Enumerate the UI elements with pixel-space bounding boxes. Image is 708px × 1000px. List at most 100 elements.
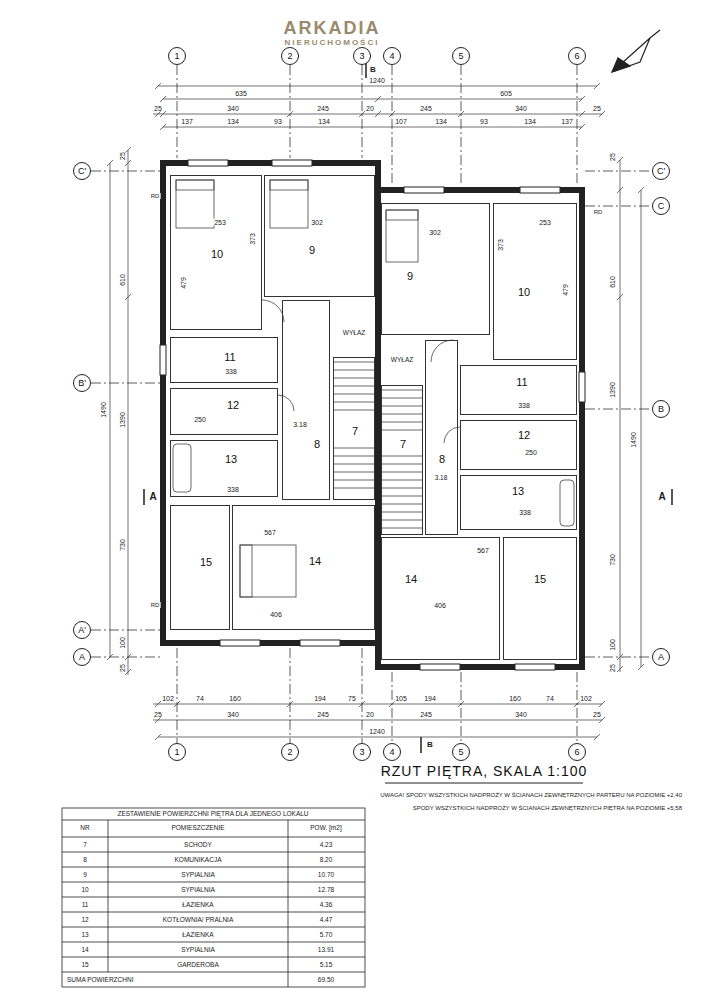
axis-label: 6 (574, 52, 579, 61)
dimension-text: 245 (419, 105, 433, 112)
grid-axis-bubble: 3 (353, 47, 371, 65)
room-number: 7 (351, 426, 359, 437)
table-cell: 13 (80, 932, 89, 939)
grid-axis-bubble: A' (73, 621, 91, 639)
room-number: 15 (199, 557, 213, 568)
grid-axis-bubble: B (652, 400, 670, 418)
dimension-text: 302 (428, 229, 442, 236)
room-number: 14 (308, 556, 322, 567)
dimension-text: 100 (119, 636, 126, 650)
table-cell: KOTŁOWNIA/ PRALNIA (162, 917, 234, 924)
room-outline: 11 (170, 337, 278, 383)
dimension-text: RD (593, 209, 604, 215)
table-cell: 10 (80, 887, 89, 894)
dimension-text: 25 (153, 105, 163, 112)
room-outline: 14 (381, 537, 500, 660)
table-cell: 8 (82, 857, 88, 864)
table-cell: SCHODY (183, 842, 213, 849)
room-number: 15 (533, 574, 547, 585)
room-outline: 13 (170, 440, 278, 497)
table-cell: 10.70 (317, 872, 335, 879)
table-cell: 69.50 (317, 977, 335, 984)
table-cell: ŁAZIENKA (181, 932, 214, 939)
grid-axis-bubble: 4 (383, 47, 401, 65)
table-cell: 12.78 (317, 887, 335, 894)
dimension-text: 20 (365, 105, 375, 112)
table-cell: 5.70 (319, 932, 334, 939)
axis-label: 4 (389, 748, 394, 757)
room-number: 10 (210, 249, 224, 260)
watermark-text: NIERUCHOMOŚCI (284, 39, 381, 47)
table-cell: 13.91 (317, 947, 335, 954)
dimension-text: 340 (514, 711, 528, 718)
room-outline: 12 (460, 420, 577, 470)
dimension-text: WYŁAZ (342, 330, 366, 337)
dimension-text: 338 (226, 486, 240, 493)
dimension-text: 105 (394, 695, 408, 702)
dimension-text: 567 (263, 529, 277, 536)
room-outline: 9 (264, 175, 375, 297)
grid-axis-bubble: A (652, 648, 670, 666)
note-text: UWAGA! SPODY WSZYSTKICH NADPROŻY W ŚCIAN… (379, 792, 683, 798)
dimension-text: 74 (195, 695, 205, 702)
dimension-text: 406 (269, 611, 283, 618)
room-number: 7 (399, 439, 407, 450)
grid-axis-bubble: B' (73, 374, 91, 392)
axis-label: 5 (458, 52, 463, 61)
dimension-text: 253 (538, 219, 552, 226)
dimension-text: 1390 (609, 381, 616, 399)
section-marker: B (369, 66, 377, 74)
room-outline: 10 (170, 175, 262, 330)
dimension-text: WYŁAZ (390, 357, 414, 364)
axis-label: C (658, 202, 665, 211)
axis-label: 3 (359, 52, 364, 61)
grid-axis-bubble: 2 (281, 743, 299, 761)
section-marker: A (148, 492, 157, 502)
table-cell: NR (79, 825, 90, 832)
grid-axis-bubble: 6 (568, 743, 586, 761)
room-number: 9 (308, 245, 316, 256)
room-number: 13 (511, 486, 525, 497)
room-number: 12 (517, 430, 531, 441)
room-number: 14 (404, 574, 418, 585)
room-number: 8 (313, 439, 321, 450)
room-outline: 15 (170, 505, 230, 630)
dimension-text: 253 (213, 219, 227, 226)
table-cell: 4.36 (319, 902, 334, 909)
table-cell: SYPIALNIA (180, 872, 216, 879)
dimension-text: 302 (310, 219, 324, 226)
table-cell: SYPIALNIA (180, 947, 216, 954)
dimension-text: 93 (273, 118, 283, 125)
dimension-text: 1240 (368, 728, 386, 735)
dimension-text: 338 (518, 509, 532, 516)
dimension-text: 134 (317, 118, 331, 125)
table-cell: SUMA POWIERZCHNI (66, 977, 134, 984)
table-cell: 8.20 (319, 857, 334, 864)
room-number: 13 (224, 454, 238, 465)
dimension-text: 605 (499, 90, 513, 97)
dimension-text: 25 (119, 663, 126, 673)
dimension-text: 635 (234, 90, 248, 97)
section-marker: A (657, 492, 666, 502)
dimension-text: 3.18 (434, 475, 449, 482)
dimension-text: 610 (119, 273, 126, 287)
dimension-text: 340 (226, 105, 240, 112)
drawing-title: RZUT PIĘTRA, SKALA 1:100 (380, 764, 589, 778)
table-cell: 11 (81, 902, 90, 909)
dimension-text: 338 (224, 368, 238, 375)
grid-axis-bubble: 4 (383, 743, 401, 761)
dimension-text: 74 (545, 695, 555, 702)
axis-label: 2 (287, 52, 292, 61)
axis-label: A' (78, 626, 86, 635)
dimension-text: 1490 (100, 401, 107, 419)
dimension-text: 479 (562, 283, 569, 297)
dimension-text: 102 (579, 695, 593, 702)
dimension-text: 75 (347, 695, 357, 702)
table-cell: 4.23 (319, 842, 334, 849)
dimension-text: 245 (419, 711, 433, 718)
table-cell: 7 (82, 842, 88, 849)
dimension-text: 373 (497, 238, 504, 252)
dimension-text: 160 (508, 695, 522, 702)
dimension-text: 610 (609, 275, 616, 289)
